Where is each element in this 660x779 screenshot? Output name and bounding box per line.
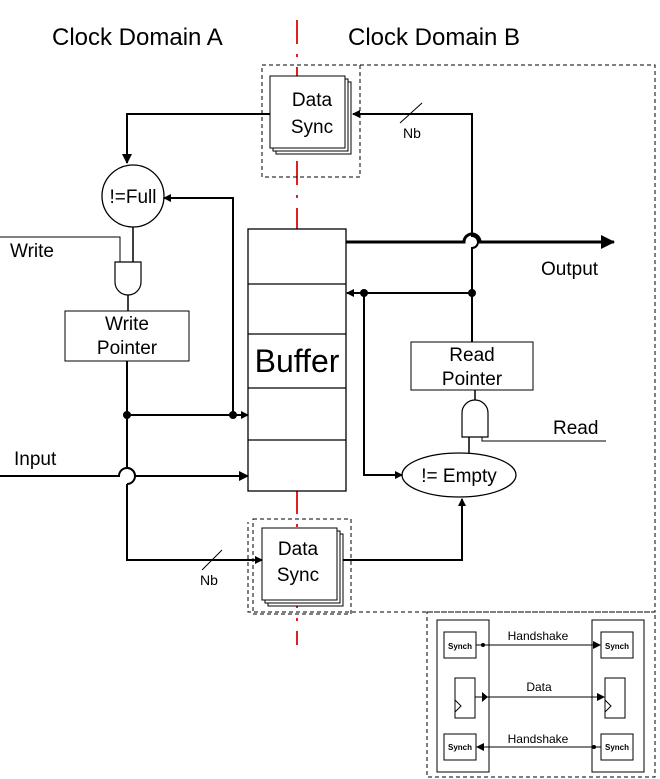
data-sync-top-line2: Sync bbox=[291, 117, 333, 138]
write-pointer-line1: Write bbox=[105, 314, 149, 335]
data-sync-bottom-line1: Data bbox=[278, 539, 319, 560]
wire-write bbox=[0, 236, 121, 262]
wire-sync-to-full bbox=[122, 113, 270, 164]
inset-synch-3: Synch bbox=[448, 743, 472, 752]
wire-input bbox=[0, 467, 249, 481]
write-and-gate bbox=[114, 261, 142, 296]
inset-synch-4: Synch bbox=[605, 743, 629, 752]
sync-bottom-dashed-box bbox=[252, 518, 352, 615]
read-pointer-line1: Read bbox=[449, 345, 494, 366]
read-and-gate bbox=[461, 399, 489, 438]
read-pointer-block: Read Pointer bbox=[410, 341, 534, 391]
data-sync-top: Data Sync bbox=[269, 75, 352, 155]
data-sync-bottom: Data Sync bbox=[261, 527, 344, 607]
bus-slash-top bbox=[399, 102, 423, 124]
buffer-label: Buffer bbox=[255, 343, 340, 379]
read-signal-label: Read bbox=[553, 418, 598, 439]
inset-handshake-top: Handshake bbox=[508, 629, 569, 643]
not-empty-check: != Empty bbox=[401, 452, 517, 498]
inset-data-label: Data bbox=[526, 680, 552, 694]
inset-synch-2: Synch bbox=[605, 642, 629, 651]
wire-writeptr-to-sync bbox=[126, 484, 263, 564]
clock-domain-a-title: Clock Domain A bbox=[52, 24, 223, 51]
write-signal-label: Write bbox=[10, 241, 54, 262]
sync-top-dashed-box bbox=[261, 64, 361, 178]
wire-feedback-to-empty bbox=[363, 293, 403, 479]
buffer-block: Buffer bbox=[247, 228, 347, 492]
write-pointer-line2: Pointer bbox=[97, 338, 158, 359]
bus-slash-bottom bbox=[201, 549, 223, 571]
inset-synch-1: Synch bbox=[448, 642, 472, 651]
wire-output bbox=[346, 232, 615, 249]
handshake-inset: Synch Synch Synch Synch Handshake Data H… bbox=[426, 611, 656, 778]
input-signal-label: Input bbox=[14, 449, 57, 470]
data-sync-bottom-line2: Sync bbox=[277, 565, 319, 586]
not-empty-label: != Empty bbox=[421, 466, 497, 487]
clock-domain-b-title: Clock Domain B bbox=[348, 24, 520, 51]
output-signal-label: Output bbox=[541, 259, 599, 280]
not-full-label: !=Full bbox=[110, 187, 157, 208]
read-pointer-line2: Pointer bbox=[442, 369, 503, 390]
wire-read bbox=[481, 437, 606, 442]
wire-sync-to-empty bbox=[343, 498, 466, 561]
wire-feedback-to-full bbox=[163, 194, 234, 415]
wire-readptr-to-sync bbox=[352, 110, 479, 342]
write-pointer-block: Write Pointer bbox=[64, 310, 190, 362]
inset-handshake-bottom: Handshake bbox=[508, 732, 569, 746]
junction-readptr bbox=[468, 289, 476, 297]
not-full-check: !=Full bbox=[101, 164, 165, 228]
data-sync-top-line1: Data bbox=[292, 90, 333, 111]
bus-width-top: Nb bbox=[403, 125, 421, 141]
bus-width-bottom: Nb bbox=[200, 572, 218, 588]
